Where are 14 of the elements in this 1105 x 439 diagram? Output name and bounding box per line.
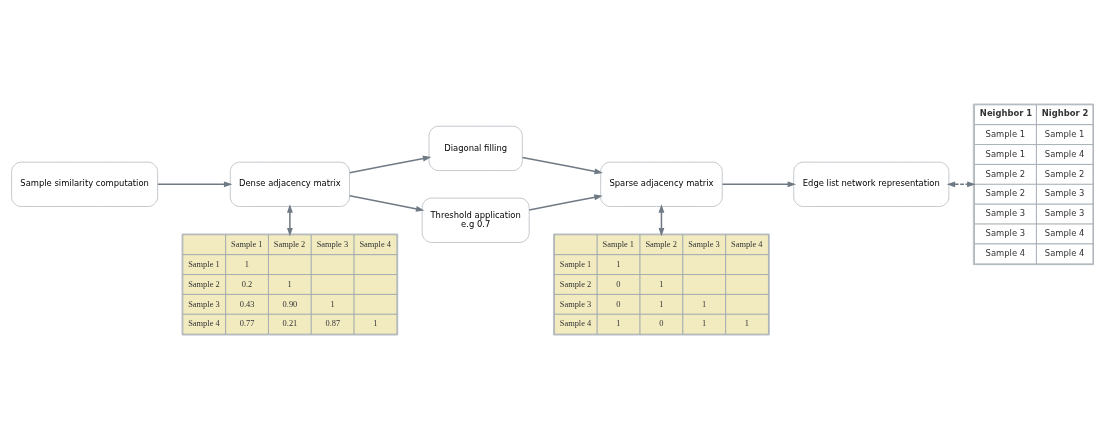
arrow bbox=[157, 181, 233, 188]
arrow bbox=[348, 155, 432, 174]
node-box: Threshold application e.g 0.7 bbox=[421, 197, 530, 243]
node-box: Edge list network representation bbox=[793, 161, 950, 207]
arrow bbox=[348, 195, 425, 212]
arrow bbox=[721, 181, 796, 188]
arrow bbox=[528, 194, 603, 211]
arrow bbox=[946, 181, 976, 188]
node-box: Dense adjacency matrix bbox=[229, 161, 350, 207]
node-box: Diagonal filling bbox=[428, 125, 523, 171]
arrow bbox=[286, 204, 293, 237]
node-box: Sample similarity computation bbox=[11, 161, 158, 207]
arrow bbox=[521, 156, 603, 175]
node-box: Sparse adjacency matrix bbox=[600, 161, 723, 207]
